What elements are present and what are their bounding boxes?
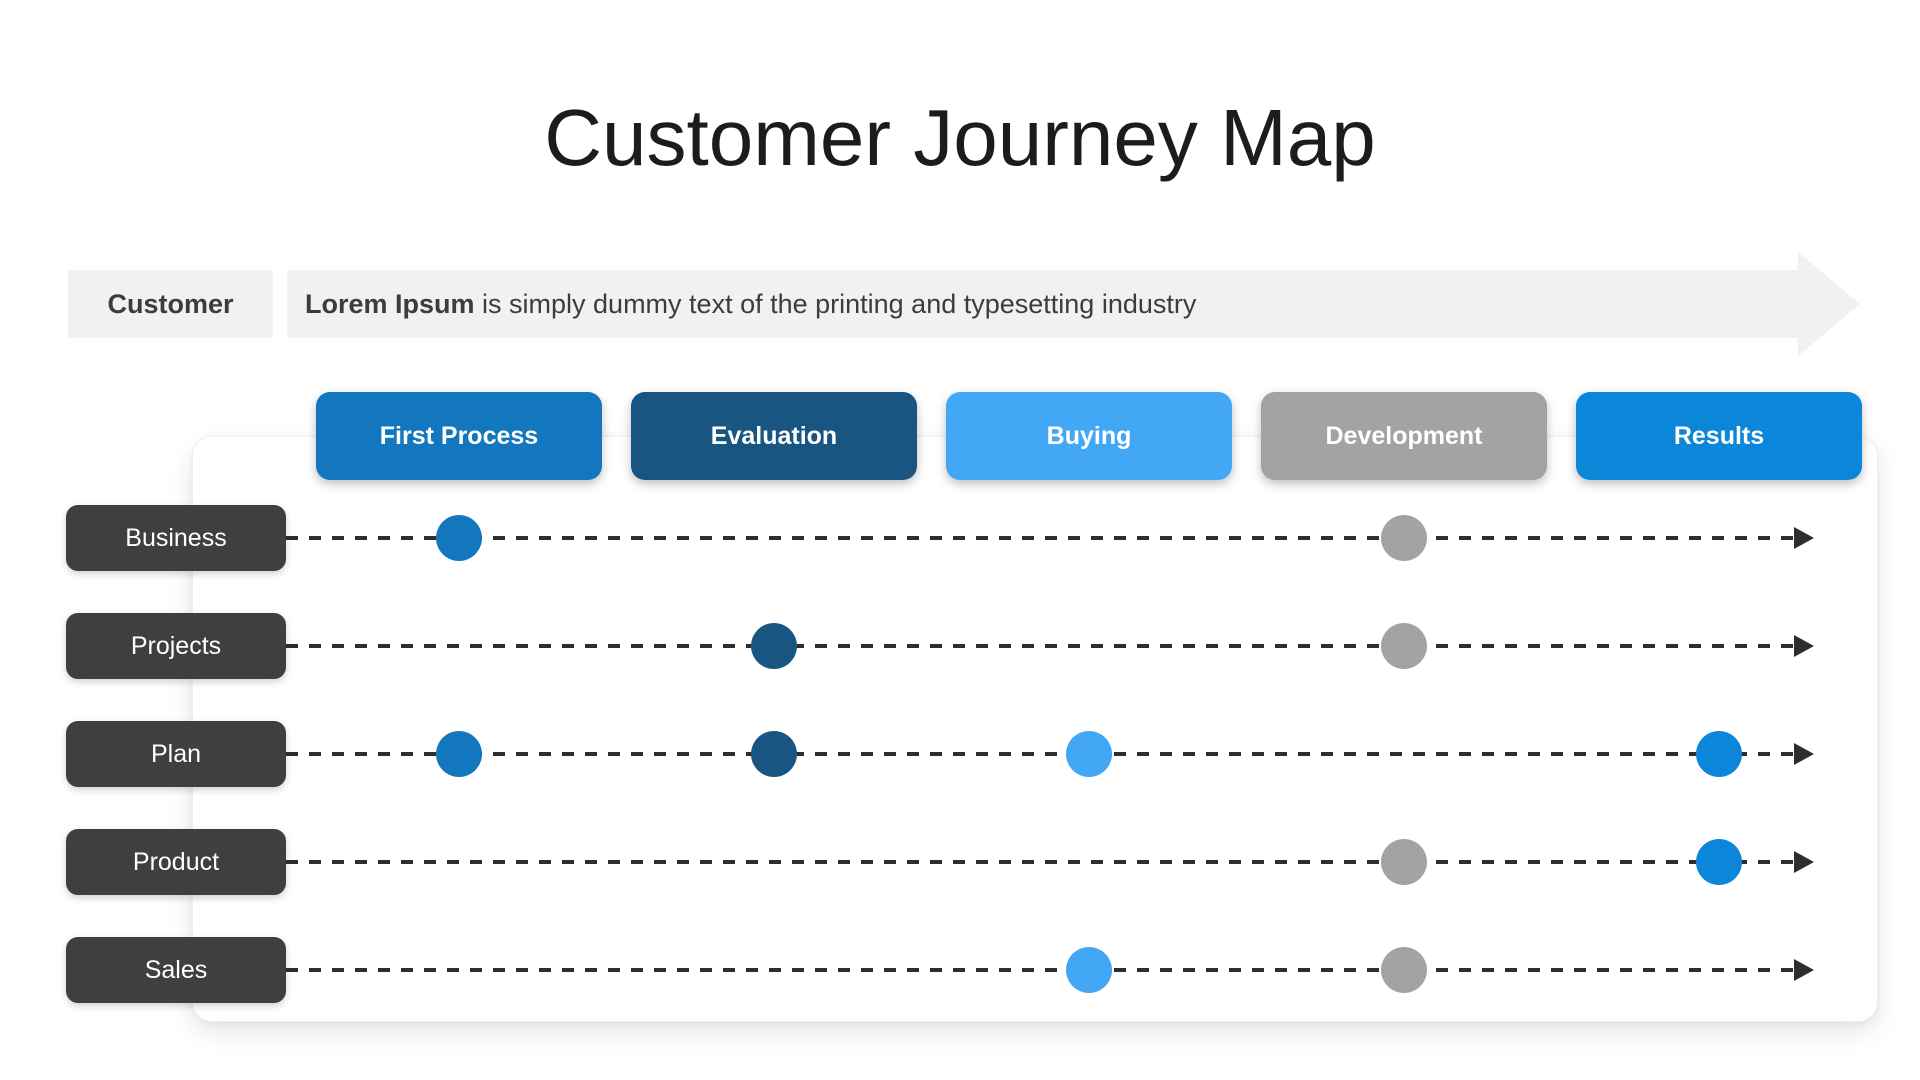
banner-arrowhead-icon — [1798, 252, 1860, 356]
banner-text-bold: Lorem Ipsum — [305, 288, 475, 319]
dot-product-development — [1381, 839, 1427, 885]
dashed-line — [286, 968, 1794, 972]
row-label-projects: Projects — [66, 613, 286, 679]
dot-business-development — [1381, 515, 1427, 561]
customer-banner-text: Lorem Ipsum is simply dummy text of the … — [287, 270, 1800, 338]
dot-projects-evaluation — [751, 623, 797, 669]
dot-product-results — [1696, 839, 1742, 885]
arrowhead-icon — [1794, 959, 1814, 981]
arrowhead-icon — [1794, 527, 1814, 549]
page-title: Customer Journey Map — [544, 93, 1376, 182]
dot-plan-evaluation — [751, 731, 797, 777]
dashed-line — [286, 752, 1794, 756]
column-header-results: Results — [1576, 392, 1862, 480]
row-label-plan: Plan — [66, 721, 286, 787]
banner-text-rest: is simply dummy text of the printing and… — [474, 288, 1197, 319]
arrowhead-icon — [1794, 743, 1814, 765]
dot-plan-results — [1696, 731, 1742, 777]
dashed-line — [286, 536, 1794, 540]
row-label-business: Business — [66, 505, 286, 571]
column-header-first-process: First Process — [316, 392, 602, 480]
arrowhead-icon — [1794, 851, 1814, 873]
dot-plan-buying — [1066, 731, 1112, 777]
row-label-product: Product — [66, 829, 286, 895]
dashed-line — [286, 644, 1794, 648]
dot-sales-buying — [1066, 947, 1112, 993]
row-label-sales: Sales — [66, 937, 286, 1003]
column-header-buying: Buying — [946, 392, 1232, 480]
dot-plan-first-process — [436, 731, 482, 777]
dot-sales-development — [1381, 947, 1427, 993]
customer-banner-label: Customer — [68, 270, 273, 338]
arrowhead-icon — [1794, 635, 1814, 657]
dot-projects-development — [1381, 623, 1427, 669]
dashed-line — [286, 860, 1794, 864]
column-header-development: Development — [1261, 392, 1547, 480]
column-header-evaluation: Evaluation — [631, 392, 917, 480]
dot-business-first-process — [436, 515, 482, 561]
